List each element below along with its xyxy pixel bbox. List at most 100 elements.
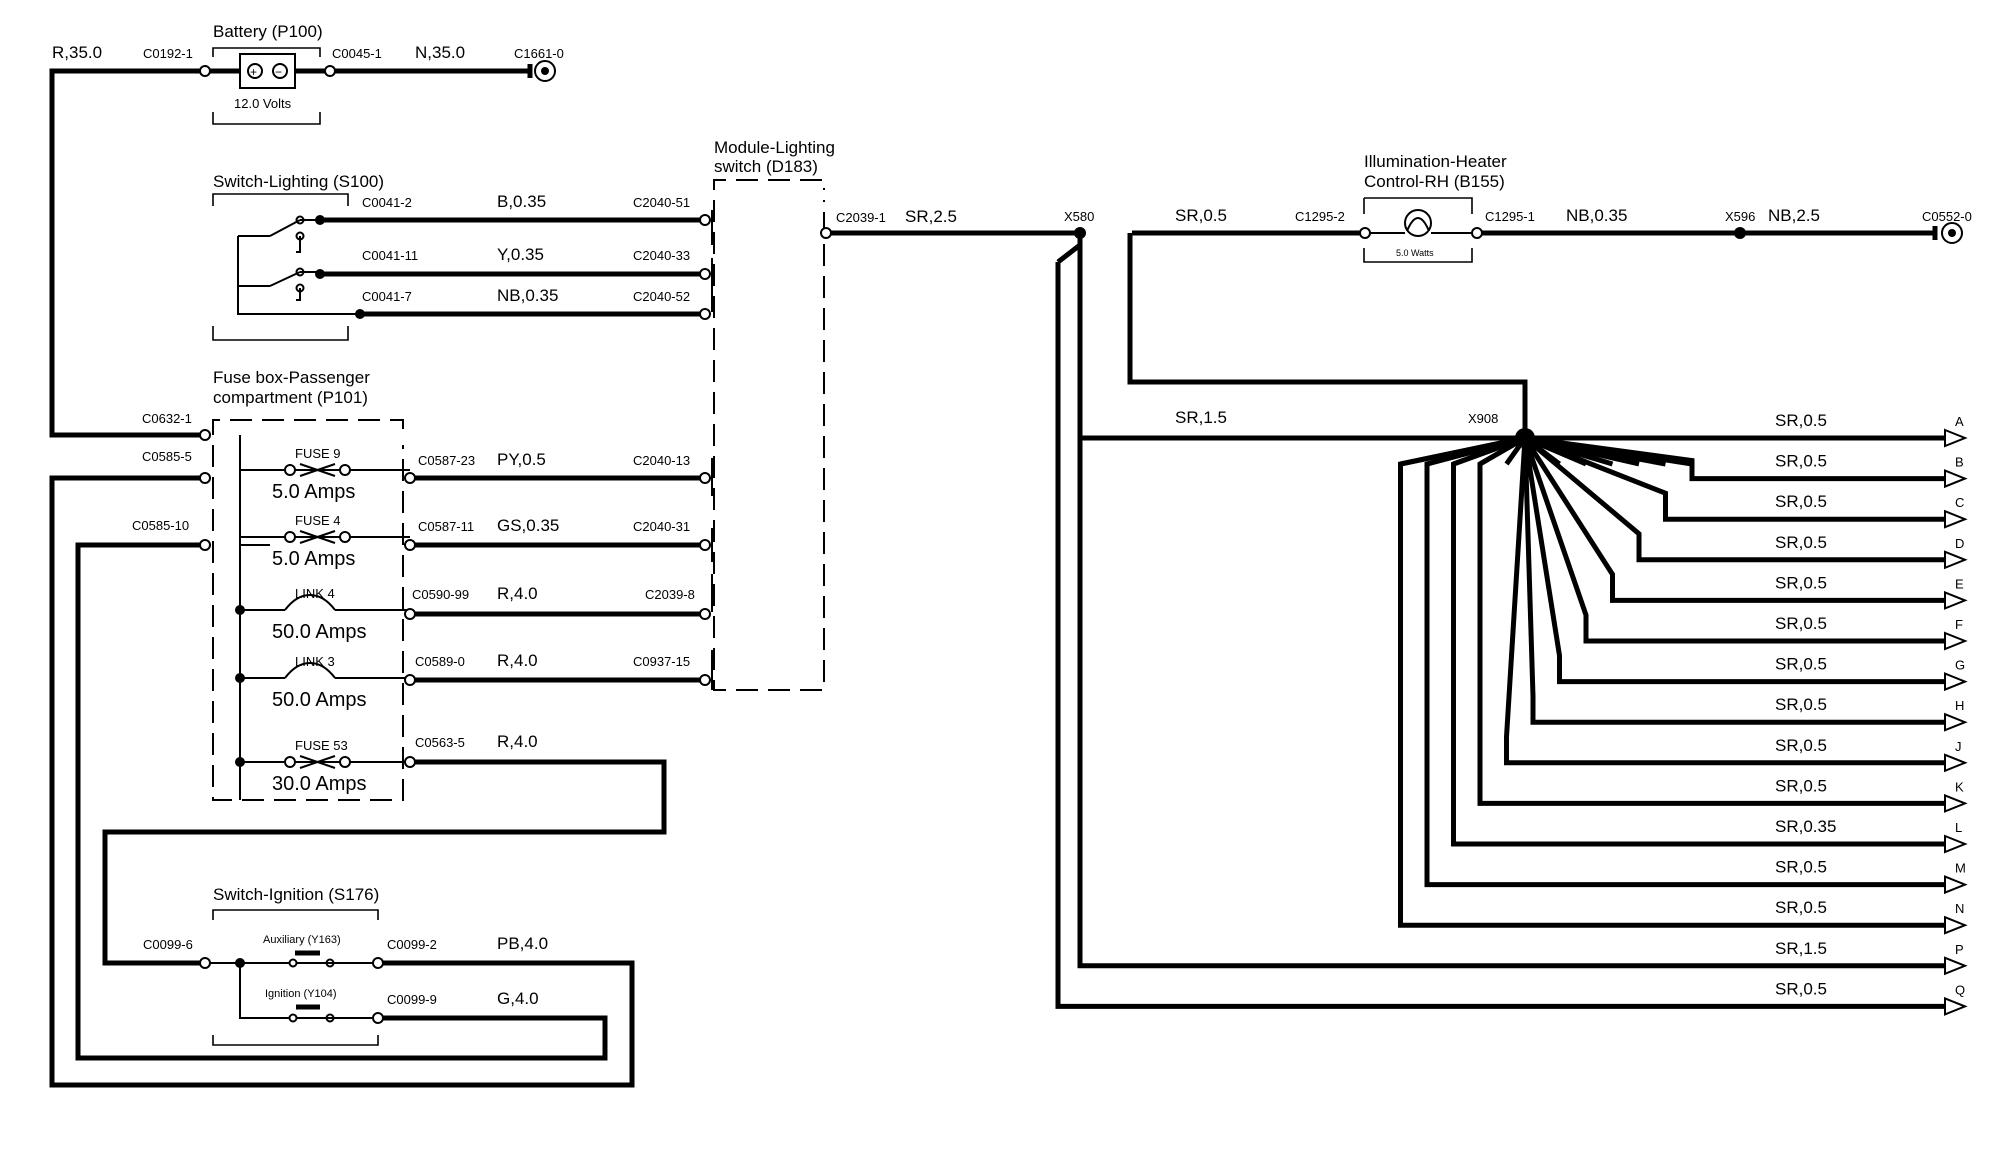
battery-rating: 12.0 Volts bbox=[234, 96, 292, 111]
pin-icon bbox=[199, 472, 211, 484]
output-id: K bbox=[1955, 779, 1964, 794]
output-id: Q bbox=[1955, 982, 1965, 997]
connector-c0632: C0632-1 bbox=[142, 411, 192, 426]
connector-c0563-5: C0563-5 bbox=[415, 735, 465, 750]
pin-icon bbox=[372, 1012, 384, 1024]
output-wire bbox=[1524, 435, 1945, 522]
connector-c2040-52: C2040-52 bbox=[633, 289, 690, 304]
connector-c0192: C0192-1 bbox=[143, 46, 193, 61]
connector-c0099-9: C0099-9 bbox=[387, 992, 437, 1007]
output-wire bbox=[1477, 435, 1945, 806]
pin-icon bbox=[1359, 227, 1371, 239]
fuse-rating: 50.0 Amps bbox=[272, 621, 367, 643]
fuse-name: FUSE 4 bbox=[295, 513, 341, 528]
connector-c0937-15: C0937-15 bbox=[633, 654, 690, 669]
output-id: G bbox=[1955, 658, 1965, 673]
pin-icon bbox=[199, 429, 211, 441]
wire-label-r40b: R,4.0 bbox=[497, 651, 538, 670]
fuse-name: FUSE 9 bbox=[295, 446, 341, 461]
battery: Battery (P100) + − 12.0 Volts bbox=[205, 22, 330, 125]
connector-c2040-33: C2040-33 bbox=[633, 248, 690, 263]
pin-icon bbox=[324, 65, 336, 77]
pin-icon bbox=[699, 472, 711, 484]
ground-icon bbox=[527, 60, 556, 82]
connector-c1661: C1661-0 bbox=[514, 46, 564, 61]
output-id: A bbox=[1955, 414, 1964, 429]
wire-label-nb035a: NB,0.35 bbox=[497, 286, 558, 305]
output-wire-label: SR,0.5 bbox=[1775, 452, 1827, 471]
link-icon bbox=[284, 594, 336, 611]
output-wire-label: SR,0.5 bbox=[1775, 776, 1827, 795]
connector-c0041-2: C0041-2 bbox=[362, 195, 412, 210]
output-wire-label: SR,0.5 bbox=[1775, 736, 1827, 755]
connector-c1295-1: C1295-1 bbox=[1485, 209, 1535, 224]
output-id: P bbox=[1955, 942, 1964, 957]
wire-label-sr05: SR,0.5 bbox=[1175, 206, 1227, 225]
pin-icon bbox=[1471, 227, 1483, 239]
arrow-icon bbox=[1944, 509, 1968, 529]
wire-label-sr25: SR,2.5 bbox=[905, 207, 957, 226]
output-wire bbox=[1522, 437, 1945, 685]
output-wire-label: SR,0.5 bbox=[1775, 614, 1827, 633]
output-wire bbox=[1522, 437, 1945, 644]
switch-ignition-title: Switch-Ignition (S176) bbox=[213, 885, 379, 904]
fuse-rating: 5.0 Amps bbox=[272, 548, 355, 570]
pin-icon bbox=[199, 65, 211, 77]
arrow-icon bbox=[1944, 996, 1968, 1016]
pin-icon bbox=[404, 539, 416, 551]
link-icon bbox=[284, 662, 336, 679]
pin-icon bbox=[372, 957, 384, 969]
output-id: D bbox=[1955, 536, 1964, 551]
ignition-switch: Auxiliary (Y163) Ignition (Y104) bbox=[205, 934, 378, 1023]
connector-c0552: C0552-0 bbox=[1922, 209, 1972, 224]
module-lighting-title-1: Module-Lighting bbox=[714, 138, 835, 157]
wire-label-b035: B,0.35 bbox=[497, 192, 546, 211]
fuse-rating: 30.0 Amps bbox=[272, 773, 367, 795]
connector-c0099-6: C0099-6 bbox=[143, 937, 193, 952]
output-wire-label: SR,0.5 bbox=[1775, 533, 1827, 552]
wire-label-r40a: R,4.0 bbox=[497, 584, 538, 603]
output-id: N bbox=[1955, 901, 1964, 916]
pin-icon bbox=[404, 674, 416, 686]
output-wire-label: SR,0.5 bbox=[1775, 573, 1827, 592]
connector-c0585-10: C0585-10 bbox=[132, 518, 189, 533]
wire-label-gs035: GS,0.35 bbox=[497, 516, 559, 535]
connector-c1295-2: C1295-2 bbox=[1295, 209, 1345, 224]
arrow-icon bbox=[1944, 834, 1968, 854]
arrow-icon bbox=[1944, 469, 1968, 489]
arrow-icon bbox=[1944, 672, 1968, 692]
pin-icon bbox=[699, 214, 711, 226]
lighting-switch bbox=[237, 215, 365, 319]
illumination-title-1: Illumination-Heater bbox=[1364, 152, 1507, 171]
output-wire bbox=[1424, 435, 1945, 888]
fusebox-title-2: compartment (P101) bbox=[213, 388, 368, 407]
illumination-heater: Illumination-Heater Control-RH (B155) 5.… bbox=[1363, 152, 1507, 263]
output-wire bbox=[1504, 437, 1945, 766]
fuse-rating: 5.0 Amps bbox=[272, 481, 355, 503]
connector-c0585-5: C0585-5 bbox=[142, 449, 192, 464]
output-wire-label: SR,0.5 bbox=[1775, 695, 1827, 714]
wire-label-y035: Y,0.35 bbox=[497, 245, 544, 264]
fuse-2: FUSE 4 5.0 Amps bbox=[240, 513, 410, 570]
connector-c0587-11: C0587-11 bbox=[418, 519, 474, 534]
switch-lighting-title: Switch-Lighting (S100) bbox=[213, 172, 384, 191]
output-wire-label: SR,0.5 bbox=[1775, 858, 1827, 877]
connector-c0589-0: C0589-0 bbox=[415, 654, 465, 669]
arrow-icon bbox=[1944, 915, 1968, 935]
svg-text:+: + bbox=[250, 65, 257, 79]
output-wire-label: SR,0.5 bbox=[1775, 898, 1827, 917]
pin-icon bbox=[699, 539, 711, 551]
connector-c2039-1: C2039-1 bbox=[836, 210, 886, 225]
arrow-icon bbox=[1944, 956, 1968, 976]
connector-c0099-2: C0099-2 bbox=[387, 937, 437, 952]
connector-c2040-31: C2040-31 bbox=[633, 519, 690, 534]
connector-c2040-51: C2040-51 bbox=[633, 195, 690, 210]
